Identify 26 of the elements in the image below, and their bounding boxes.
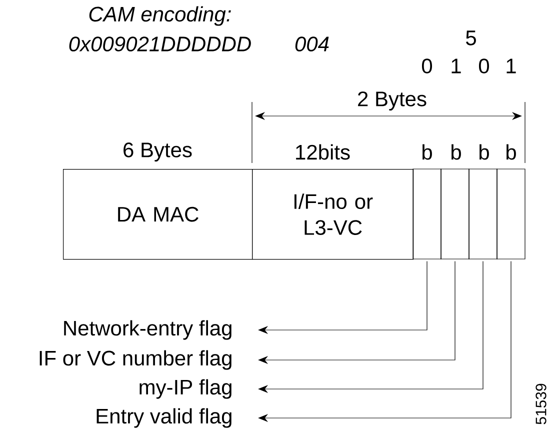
flag-label: my-IP flag	[140, 379, 232, 399]
field-cell: I/F-no or L3-VC	[252, 169, 414, 260]
field-size-label: 12bits	[296, 144, 350, 160]
flag-label: Network-entry flag	[64, 320, 232, 340]
caption-text: 0x009021DDDDDD	[69, 36, 251, 52]
bit-value: 1	[452, 58, 461, 74]
bit-cell	[440, 168, 470, 260]
hex-digit: 5	[466, 30, 476, 46]
bit-label: b	[480, 144, 489, 160]
caption-text: CAM encoding:	[89, 6, 231, 26]
bit-label: b	[452, 144, 461, 160]
field-size-label: 6 Bytes	[124, 142, 192, 162]
caption-text: 004	[295, 36, 329, 52]
dimension-label: 2 Bytes	[358, 91, 426, 110]
bit-value: 0	[478, 58, 490, 74]
flag-label: Entry valid flag	[96, 408, 232, 428]
bit-value: 0	[422, 58, 432, 74]
flag-label: IF or VC number flag	[40, 350, 232, 370]
bit-cell	[496, 168, 526, 260]
bit-value: 1	[506, 58, 516, 74]
bit-cell	[412, 168, 442, 260]
bit-label: b	[506, 144, 516, 160]
bit-cell	[468, 168, 498, 260]
field-cell: DA MAC	[63, 169, 253, 260]
figure-number: 51539	[536, 384, 546, 424]
bit-label: b	[422, 144, 432, 160]
